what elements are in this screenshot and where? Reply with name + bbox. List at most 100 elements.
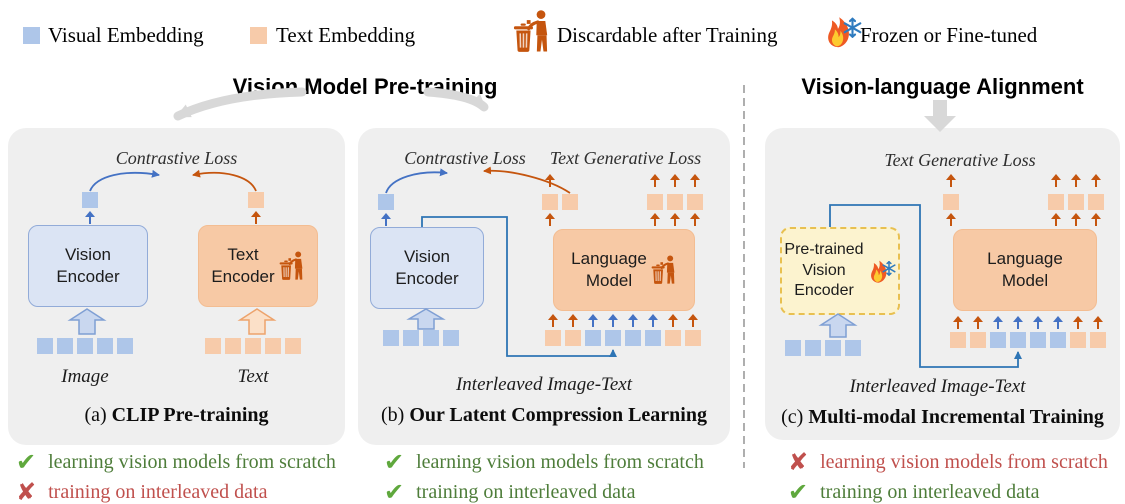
- text-token: [667, 194, 683, 210]
- panel-multimodal-incremental-training: Text Generative Loss Pre-trained Vision …: [765, 128, 1120, 440]
- legend-label: Visual Embedding: [48, 23, 204, 47]
- visual-token: [585, 330, 601, 346]
- up-arrow-icon: [1068, 213, 1084, 226]
- panel-clip-pretraining: Contrastive Loss Vision Encoder Text Enc…: [8, 128, 345, 445]
- interleaved-label: Interleaved Image-Text: [849, 376, 1026, 397]
- interleaved-token-row: [950, 332, 1110, 348]
- image-token-row: [383, 330, 463, 346]
- visual-token: [57, 338, 73, 354]
- up-arrow-row: [82, 211, 102, 224]
- visual-token: [625, 330, 641, 346]
- legend-label: Frozen or Fine-tuned: [860, 23, 1038, 47]
- contrastive-loss-label: Contrastive Loss: [404, 148, 526, 168]
- up-arrow-icon: [542, 174, 558, 187]
- check-icon: ✔: [384, 478, 405, 504]
- up-arrow-icon: [625, 314, 641, 327]
- image-token-row: [785, 340, 865, 356]
- up-arrow-row: [248, 211, 268, 224]
- trash-person-icon: [650, 254, 676, 286]
- up-arrow-icon: [1050, 316, 1066, 329]
- pretrained-vision-encoder-label: Pre-trained Vision Encoder: [784, 240, 864, 300]
- visual-embedding-token: [82, 192, 102, 208]
- up-arrow-icon: [378, 213, 394, 226]
- feature-text: training on interleaved data: [48, 480, 268, 503]
- text-label: Text: [237, 366, 269, 387]
- text-token: [647, 194, 663, 210]
- text-token: [685, 330, 701, 346]
- text-token: [565, 330, 581, 346]
- up-arrow-row: [943, 174, 963, 187]
- text-token: [1068, 194, 1084, 210]
- cross-icon: ✘: [16, 478, 37, 504]
- header-vision-language-alignment: Vision-language Alignment: [801, 74, 1084, 99]
- visual-token: [1050, 332, 1066, 348]
- trash-person-icon: [513, 9, 549, 54]
- text-output-tokens: [647, 194, 707, 210]
- interleaved-label: Interleaved Image-Text: [455, 374, 633, 395]
- vision-encoder-label: Vision Encoder: [56, 244, 120, 286]
- text-output-tokens: [542, 194, 582, 210]
- text-token: [265, 338, 281, 354]
- caption-prefix: (c): [781, 406, 804, 428]
- vision-encoder-box: Vision Encoder: [28, 225, 148, 307]
- feature-row: ✔ training on interleaved data: [788, 480, 1039, 504]
- text-token: [542, 194, 558, 210]
- up-arrow-row: [943, 213, 963, 226]
- up-arrow-icon: [645, 314, 661, 327]
- up-arrow-icon: [687, 213, 703, 226]
- text-output-tokens: [1048, 194, 1108, 210]
- feature-text: training on interleaved data: [820, 480, 1040, 503]
- feature-text: learning vision models from scratch: [48, 450, 336, 473]
- text-embedding-swatch: [250, 27, 267, 44]
- vision-encoder-label: Vision Encoder: [395, 246, 459, 288]
- feature-row: ✔ training on interleaved data: [384, 480, 635, 504]
- up-arrow-icon: [82, 211, 98, 224]
- feature-row: ✔ learning vision models from scratch: [16, 450, 336, 474]
- panel-latent-compression-learning: Contrastive Loss Text Generative Loss Vi…: [358, 128, 730, 445]
- caption-title: CLIP Pre-training: [111, 404, 269, 426]
- caption-prefix: (a): [84, 404, 107, 426]
- up-arrow-row: [950, 316, 1110, 329]
- text-token: [943, 194, 959, 210]
- text-token: [665, 330, 681, 346]
- panel-caption: (a)CLIP Pre-training: [8, 404, 345, 427]
- up-arrow-icon: [943, 213, 959, 226]
- feature-row: ✔ learning vision models from scratch: [384, 450, 704, 474]
- up-arrow-icon: [1048, 174, 1064, 187]
- up-arrow-icon: [1070, 316, 1086, 329]
- text-encoder-box: Text Encoder: [198, 225, 318, 307]
- up-arrow-icon: [990, 316, 1006, 329]
- up-arrow-icon: [943, 174, 959, 187]
- text-token: [285, 338, 301, 354]
- check-icon: ✔: [16, 448, 37, 476]
- up-arrow-icon: [647, 174, 663, 187]
- up-arrow-row: [545, 314, 705, 327]
- text-token: [950, 332, 966, 348]
- up-arrow-icon: [545, 314, 561, 327]
- visual-token: [825, 340, 841, 356]
- up-arrow-icon: [1088, 213, 1104, 226]
- cross-icon: ✘: [788, 448, 809, 476]
- up-arrow-icon: [605, 314, 621, 327]
- up-arrow-icon: [585, 314, 601, 327]
- visual-token: [1030, 332, 1046, 348]
- text-token: [205, 338, 221, 354]
- visual-embedding-token: [378, 194, 398, 210]
- up-arrow-icon: [685, 314, 701, 327]
- text-generative-loss-label: Text Generative Loss: [884, 150, 1036, 170]
- text-token: [545, 330, 561, 346]
- text-encoder-label: Text Encoder: [211, 244, 275, 286]
- visual-token: [845, 340, 861, 356]
- up-arrow-icon: [1048, 213, 1064, 226]
- text-token-row: [205, 338, 305, 354]
- visual-embedding-swatch: [23, 27, 40, 44]
- pretrained-vision-encoder-box: Pre-trained Vision Encoder: [780, 227, 900, 315]
- up-arrow-icon: [248, 211, 264, 224]
- panel-caption: (c)Multi-modal Incremental Training: [765, 406, 1120, 429]
- visual-token: [383, 330, 399, 346]
- visual-token: [1010, 332, 1026, 348]
- feature-text: learning vision models from scratch: [820, 450, 1108, 473]
- language-model-box: Language Model: [553, 229, 695, 311]
- check-icon: ✔: [788, 478, 809, 504]
